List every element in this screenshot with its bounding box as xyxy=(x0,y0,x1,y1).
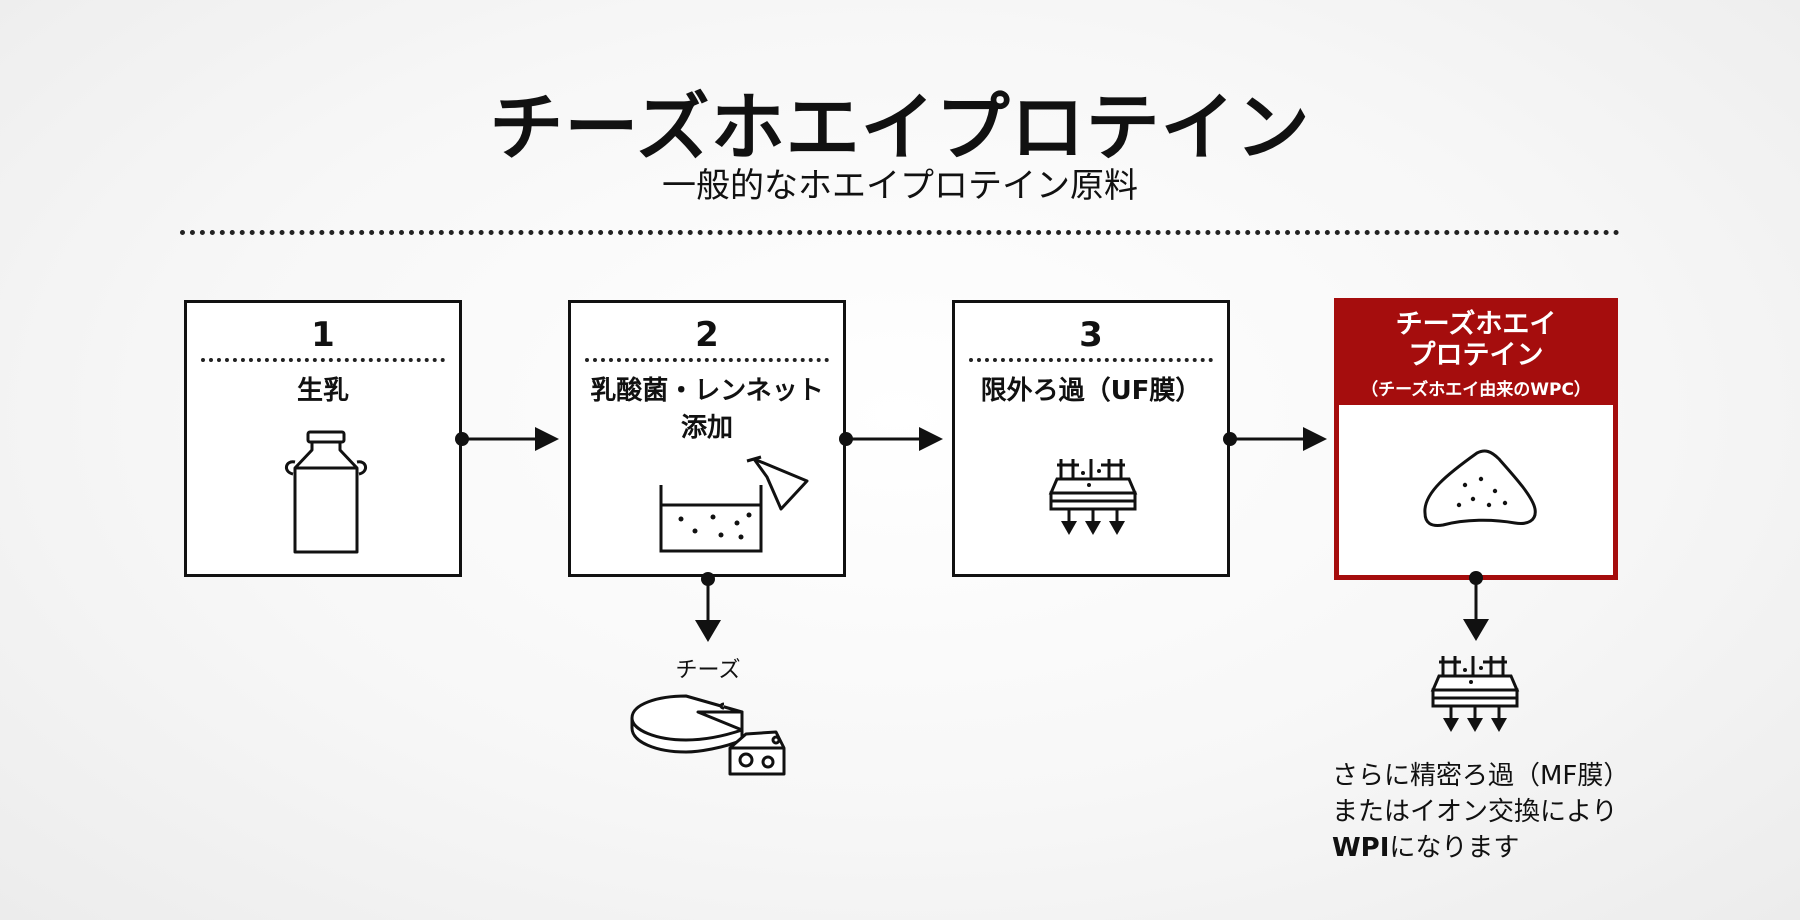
step-label: 生乳 xyxy=(296,376,349,406)
step-box-1: 1 生乳 xyxy=(184,300,462,577)
arrow-step1-to-step2 xyxy=(455,427,559,451)
note-line-3: WPIになります xyxy=(1332,830,1672,866)
arrow-step2-to-step3 xyxy=(839,427,943,451)
final-product-title: チーズホエイ プロテイン xyxy=(1395,309,1557,371)
arrow-final-to-note xyxy=(1463,571,1489,641)
step-divider xyxy=(201,358,445,362)
arrow-step3-to-final xyxy=(1223,427,1327,451)
step-number: 3 xyxy=(1079,315,1103,355)
powder-pile-icon xyxy=(1423,449,1537,527)
page-title: チーズホエイプロテイン xyxy=(489,85,1311,171)
step-number: 1 xyxy=(311,315,335,355)
step-number: 2 xyxy=(695,315,719,355)
step-divider xyxy=(969,358,1213,362)
wpi-note: さらに精密ろ過（MF膜） またはイオン交換により WPIになります xyxy=(1332,758,1672,866)
note-wpi-term: WPI xyxy=(1332,833,1390,863)
flask-icon xyxy=(746,455,809,511)
note-line-2: またはイオン交換により xyxy=(1332,797,1618,827)
cheese-icon xyxy=(630,694,786,776)
final-product-box: チーズホエイ プロテイン （チーズホエイ由来のWPC） xyxy=(1334,298,1618,580)
final-product-subtitle: （チーズホエイ由来のWPC） xyxy=(1361,380,1591,400)
note-line-3-rest: になります xyxy=(1389,833,1520,863)
step-label: 限外ろ過（UF膜） xyxy=(980,376,1202,406)
step-divider xyxy=(585,358,829,362)
filter-membrane-icon xyxy=(1048,459,1138,535)
step-box-3: 3 限外ろ過（UF膜） xyxy=(952,300,1230,577)
title-divider xyxy=(180,230,1620,235)
arrow-step2-to-cheese xyxy=(695,572,721,642)
page-subtitle: 一般的なホエイプロテイン原料 xyxy=(662,166,1138,206)
note-line-1: さらに精密ろ過（MF膜） xyxy=(1332,761,1630,791)
step-label: 乳酸菌・レンネット 添加 xyxy=(590,376,824,443)
bacteria-tank-icon xyxy=(659,485,763,553)
byproduct-label: チーズ xyxy=(675,658,741,683)
final-product-header: チーズホエイ プロテイン （チーズホエイ由来のWPC） xyxy=(1339,303,1613,405)
filter-membrane-icon xyxy=(1430,656,1520,732)
step-box-2: 2 乳酸菌・レンネット 添加 xyxy=(568,300,846,577)
milk-can-icon xyxy=(285,430,367,554)
